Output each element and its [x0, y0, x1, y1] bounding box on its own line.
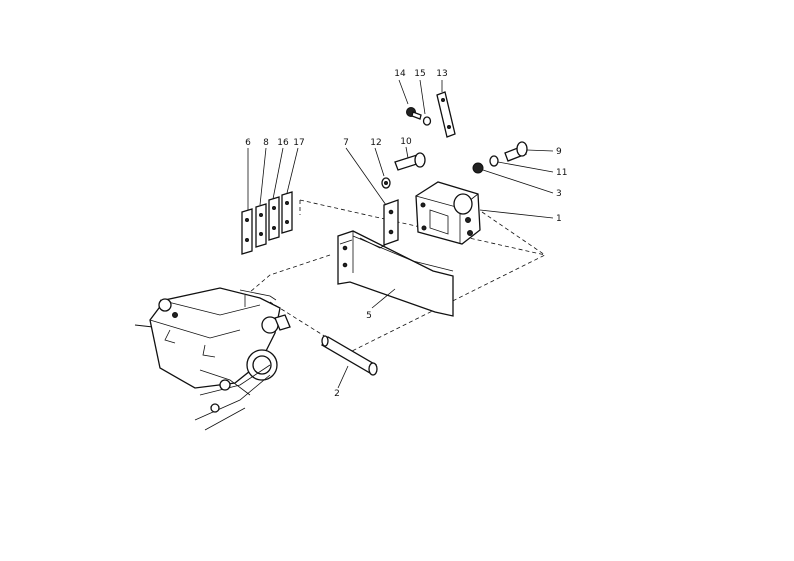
- callout-15: 15: [414, 69, 425, 79]
- bracket-7: [383, 199, 399, 246]
- washer-12: [381, 177, 391, 189]
- leader-lines: [247, 79, 554, 389]
- callout-12: 12: [370, 138, 381, 148]
- callout-5: 5: [366, 311, 372, 321]
- shim-plates: [241, 191, 293, 255]
- screw-3: [472, 162, 484, 174]
- callout-9: 9: [556, 147, 562, 157]
- callout-17: 17: [293, 138, 304, 148]
- callout-6: 6: [245, 138, 251, 148]
- mounting-strap-5: [337, 230, 454, 317]
- support-bracket-1: [415, 181, 481, 245]
- callout-1: 1: [556, 214, 562, 224]
- callout-2: 2: [334, 389, 340, 399]
- callout-14: 14: [394, 69, 406, 79]
- callout-8: 8: [263, 138, 269, 148]
- callout-10: 10: [400, 137, 412, 147]
- pin-2: [321, 335, 378, 376]
- gearbox-housing: [134, 287, 291, 431]
- bolt-14: [406, 107, 422, 120]
- link-13: [436, 91, 456, 138]
- callout-7: 7: [343, 138, 349, 148]
- washer-11: [489, 155, 499, 167]
- washer-15: [422, 116, 432, 126]
- callout-labels: 14 15 13 12 10 7 6 8 16 17 9 11 3 1 5 2: [245, 69, 567, 399]
- bolt-10: [394, 152, 426, 171]
- callout-11: 11: [556, 168, 567, 178]
- callout-3: 3: [556, 189, 562, 199]
- callout-16: 16: [277, 138, 289, 148]
- callout-13: 13: [436, 69, 447, 79]
- bolt-9: [504, 141, 528, 162]
